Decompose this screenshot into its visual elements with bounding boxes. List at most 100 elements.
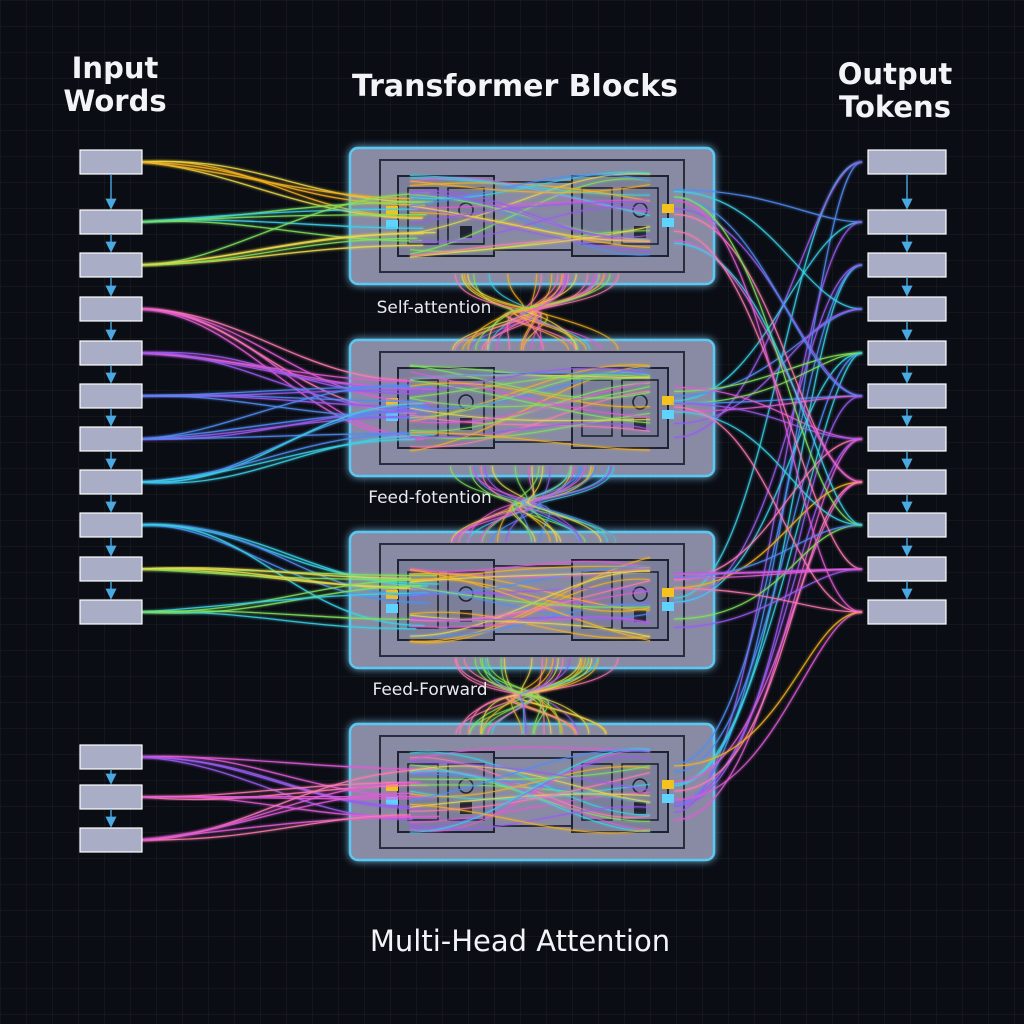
input-wire xyxy=(141,352,415,382)
inter-block-wire xyxy=(451,465,535,543)
input-wire xyxy=(141,308,439,405)
module-cell xyxy=(407,379,439,437)
output-wire xyxy=(673,611,863,801)
connector-pad xyxy=(386,796,398,805)
connector-pad xyxy=(386,220,398,229)
module-cell xyxy=(407,187,439,245)
attention-wire xyxy=(409,382,651,408)
connector-pad xyxy=(662,410,674,419)
attention-wire xyxy=(409,414,651,432)
input-wire xyxy=(141,308,430,439)
attention-wire xyxy=(409,385,651,408)
input-wire xyxy=(141,611,417,630)
output-wire xyxy=(673,524,863,578)
inter-block-wire xyxy=(503,657,607,735)
input-wire xyxy=(141,352,412,411)
input-wire xyxy=(141,237,418,266)
attention-wire xyxy=(409,174,651,207)
output-tokens-column xyxy=(867,149,947,625)
module-cell xyxy=(581,379,613,437)
input-wire xyxy=(141,756,433,770)
inter-block-wire xyxy=(454,657,533,735)
attention-wire xyxy=(409,432,651,451)
output-wire xyxy=(673,242,863,526)
attention-wire xyxy=(409,614,651,638)
attention-wire xyxy=(409,765,651,803)
inter-block-wire xyxy=(530,465,616,543)
inter-block-wire xyxy=(513,273,605,351)
output-wire xyxy=(673,352,863,773)
attention-wire xyxy=(409,172,651,235)
output-wire xyxy=(673,308,863,397)
attention-wire xyxy=(409,771,651,812)
input-wire xyxy=(141,756,422,810)
attention-wire xyxy=(409,756,651,829)
inter-block-wire xyxy=(475,273,611,351)
output-token xyxy=(867,383,947,409)
output-wire xyxy=(673,611,863,767)
input-wire xyxy=(141,192,430,266)
connector-pad xyxy=(662,588,674,597)
attention-wire xyxy=(409,793,651,808)
input-wire xyxy=(141,160,425,203)
input-token xyxy=(79,340,143,366)
connector-pad xyxy=(662,204,674,213)
attention-wire xyxy=(409,578,651,644)
input-wire xyxy=(141,524,430,604)
attention-wire xyxy=(409,374,651,399)
module-node xyxy=(632,394,648,410)
inter-block-wire xyxy=(527,465,602,543)
inter-block-wire xyxy=(506,273,589,351)
output-token xyxy=(867,296,947,322)
attention-wire xyxy=(409,756,651,818)
connector-pad xyxy=(386,782,398,791)
attention-wire xyxy=(409,751,651,816)
inter-block-wire xyxy=(480,657,593,735)
attention-wire xyxy=(409,174,651,217)
output-wire xyxy=(673,568,863,628)
input-token xyxy=(79,784,143,810)
transformer-block xyxy=(348,146,716,286)
inter-block-wire xyxy=(522,273,620,351)
input-token xyxy=(79,556,143,582)
inter-block-wire xyxy=(449,465,533,543)
output-heading-line1: Output xyxy=(837,57,953,91)
input-heading-line1: Input xyxy=(71,51,159,85)
input-wire xyxy=(141,814,411,841)
attention-wire xyxy=(409,746,651,761)
input-token xyxy=(79,149,143,175)
attention-wire xyxy=(409,180,651,194)
input-token xyxy=(79,252,143,278)
input-wire xyxy=(141,220,423,242)
module-cell xyxy=(447,187,485,245)
attention-wire xyxy=(409,761,651,791)
attention-wire xyxy=(409,226,651,258)
output-wire xyxy=(673,308,863,425)
output-token xyxy=(867,469,947,495)
module-cell xyxy=(621,763,659,821)
connector-pad xyxy=(662,780,674,789)
attention-wire xyxy=(409,177,651,196)
input-token xyxy=(79,744,143,770)
output-wire xyxy=(673,481,863,589)
output-wire xyxy=(673,406,863,613)
input-wire xyxy=(141,796,411,800)
inter-block-wire xyxy=(474,657,549,735)
module-pin xyxy=(460,226,472,238)
output-token xyxy=(867,149,947,175)
output-token xyxy=(867,426,947,452)
attention-wire xyxy=(409,192,651,238)
input-wire xyxy=(141,432,425,483)
attention-wire xyxy=(409,616,651,624)
inter-block-wire xyxy=(511,657,599,735)
attention-wire xyxy=(409,182,651,202)
attention-wire xyxy=(409,205,651,242)
output-heading-line2: Tokens xyxy=(839,90,951,125)
inter-block-wire xyxy=(452,465,586,543)
input-token xyxy=(79,599,143,625)
connector-pad xyxy=(662,602,674,611)
output-wire xyxy=(673,352,863,787)
module-node xyxy=(632,586,648,602)
module-cell xyxy=(407,763,439,821)
